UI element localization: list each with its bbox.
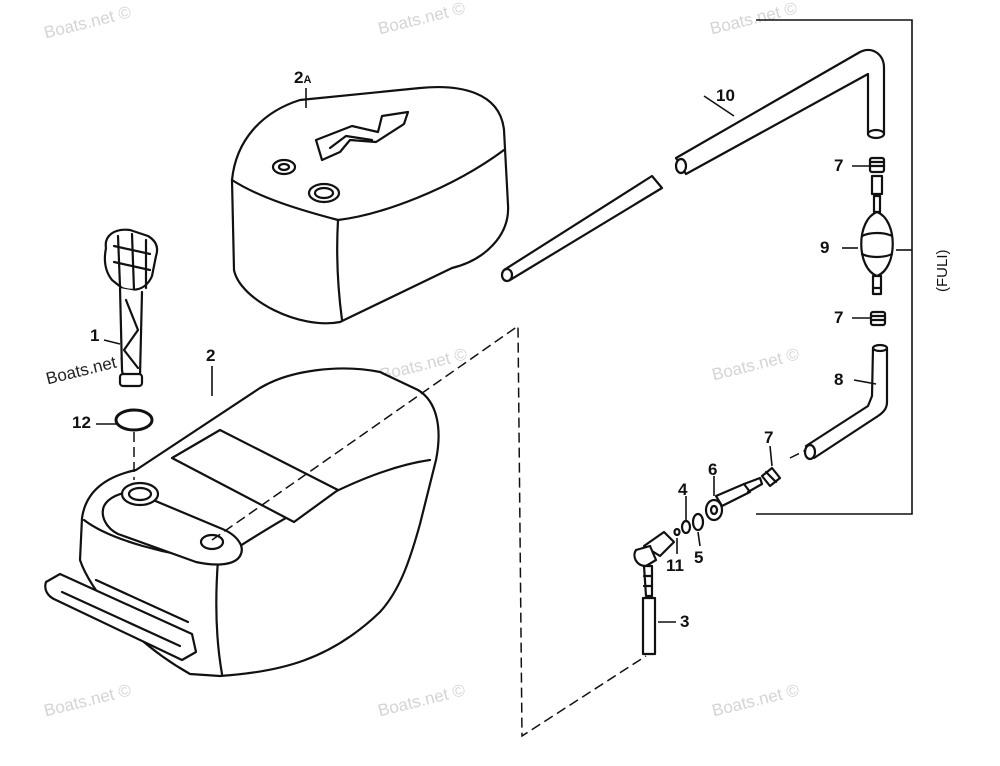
- callout-3: 3: [680, 612, 690, 631]
- callout-12: 12: [72, 413, 91, 432]
- callout-11: 11: [666, 556, 684, 575]
- leader-10: [703, 95, 735, 117]
- connector-part-7-lower: [760, 466, 782, 488]
- callout-10: 10: [716, 86, 735, 105]
- callout-5: 5: [694, 548, 704, 567]
- seal-part-11: [673, 527, 681, 537]
- side-note-fuli: (FULI): [934, 249, 951, 293]
- callout-9: 9: [820, 238, 830, 257]
- callout-2: 2: [206, 346, 216, 365]
- callout-1: 1: [90, 326, 100, 345]
- callout-7-lower: 7: [764, 428, 774, 447]
- callout-6: 6: [708, 460, 718, 479]
- hose-part-10: [500, 48, 886, 283]
- leader-8: [853, 379, 877, 385]
- washer-part-5: [691, 512, 705, 532]
- callout-2a: 2A: [294, 68, 312, 87]
- fuel-tank-2a: [230, 86, 510, 325]
- leader-1: [103, 339, 121, 345]
- leader-5: [697, 531, 701, 547]
- fuel-tank-2: [44, 367, 440, 678]
- pickup-tube-part-3: [633, 530, 676, 656]
- connector-part-7-top: [868, 156, 886, 174]
- connector-part-6: [704, 476, 764, 522]
- primer-bulb-part-9: [860, 174, 894, 296]
- connector-part-7-middle: [869, 310, 887, 327]
- o-ring-part-4: [680, 519, 692, 535]
- o-ring-part-12: [114, 408, 154, 432]
- callout-4: 4: [678, 480, 688, 499]
- leader-7-lower: [769, 445, 773, 467]
- dashed-guide-hose: [789, 449, 807, 459]
- callout-7-middle: 7: [834, 308, 844, 327]
- hose-part-8: [803, 343, 889, 461]
- callout-7-top: 7: [834, 156, 844, 175]
- assembly-bracket: [756, 19, 913, 515]
- fuel-gauge-part-1: [103, 228, 159, 388]
- callout-8: 8: [834, 370, 844, 389]
- dashed-guide-tank: [211, 324, 647, 738]
